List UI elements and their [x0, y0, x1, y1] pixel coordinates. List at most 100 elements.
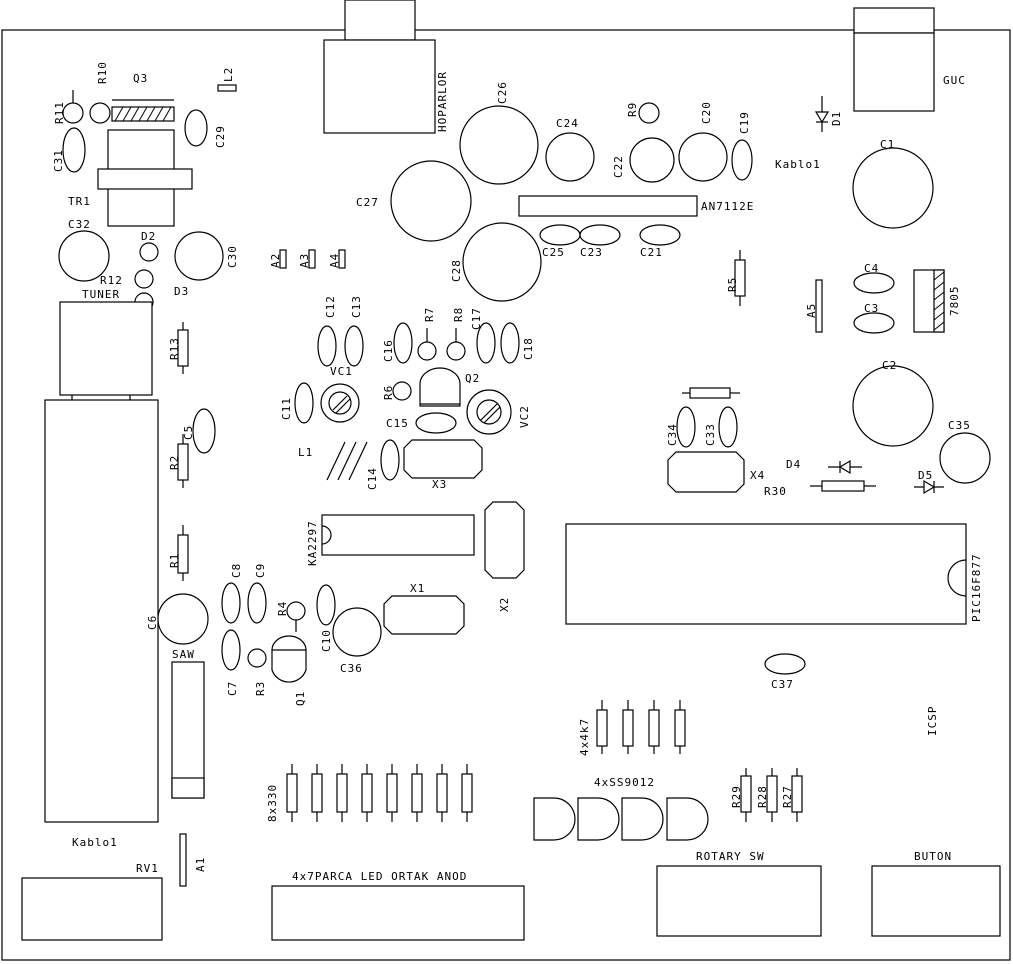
c26-capacitor: [459, 105, 539, 185]
a5-jumper: [815, 279, 823, 333]
q3-label: Q3: [133, 72, 148, 85]
r6-label: R6: [382, 385, 395, 400]
c37-capacitor: [764, 653, 806, 675]
c1-capacitor: [852, 147, 934, 229]
c20-label: C20: [700, 101, 713, 124]
saw-filter: [171, 661, 205, 799]
c6-capacitor: [157, 593, 209, 645]
r30-resistor: [810, 480, 876, 492]
d5-label: D5: [918, 469, 933, 482]
l1-inductor: [326, 441, 368, 481]
r27-resistor: [791, 768, 803, 822]
x2-label: X2: [498, 597, 511, 612]
rotary-switch-label: ROTARY SW: [696, 850, 765, 863]
c34-capacitor: [676, 406, 696, 448]
c25-label: C25: [542, 246, 565, 259]
c21-label: C21: [640, 246, 663, 259]
r12-resistor: [134, 269, 154, 289]
c35-label: C35: [948, 419, 971, 432]
r4-label: R4: [276, 601, 289, 616]
x1-crystal: [383, 595, 465, 635]
r9-label: R9: [626, 102, 639, 117]
r1-resistor: [177, 525, 189, 581]
l1-label: L1: [298, 446, 313, 459]
c28-label: C28: [450, 259, 463, 282]
r8-resistor: [446, 341, 466, 361]
x1-label: X1: [410, 582, 425, 595]
r12-label: R12: [100, 274, 123, 287]
resistor-unlabeled-horizontal: [682, 387, 740, 399]
c14-capacitor: [380, 439, 400, 481]
rv1-label: RV1: [136, 862, 159, 875]
c23-label: C23: [580, 246, 603, 259]
d2-label: D2: [141, 230, 156, 243]
c9-capacitor: [247, 582, 267, 624]
kablo1-bottom-label: Kablo1: [72, 836, 118, 849]
q2-label: Q2: [465, 372, 480, 385]
r29-label: R29: [730, 785, 743, 808]
r8x330-resistor-array: [286, 764, 473, 822]
c16-capacitor: [393, 322, 413, 364]
vc1-trimmer: [320, 383, 360, 423]
r11-resistor: [62, 102, 84, 124]
x3-label: X3: [432, 478, 447, 491]
q1-label: Q1: [294, 691, 307, 706]
c3-capacitor: [853, 312, 895, 334]
c22-capacitor: [629, 137, 675, 183]
c37-label: C37: [771, 678, 794, 691]
x3-crystal: [403, 439, 483, 479]
c22-label: C22: [612, 155, 625, 178]
ss9012-label: 4xSS9012: [594, 776, 655, 789]
x2-crystal: [484, 501, 525, 579]
r8-label: R8: [452, 307, 465, 322]
ss9012-transistor-array: [533, 797, 709, 841]
vc2-trimmer: [466, 389, 512, 435]
d2-diode: [139, 242, 159, 262]
a4-label: A4: [328, 253, 341, 268]
u7805-label: 7805: [948, 286, 961, 317]
c28-capacitor: [462, 222, 542, 302]
c33-label: C33: [704, 423, 717, 446]
r13-label: R13: [168, 337, 181, 360]
a3-jumper: [308, 249, 316, 269]
u7805-regulator: [913, 269, 945, 333]
tr1-label: TR1: [68, 195, 91, 208]
l2-inductor: [217, 84, 237, 92]
c9-label: C9: [254, 563, 267, 578]
hoparlor-label: HOPARLOR: [436, 71, 449, 132]
c20-capacitor: [678, 132, 728, 182]
r4x4k7-resistor-array: [596, 700, 686, 754]
tr1-transformer: TR1: [68, 129, 193, 227]
c8-label: C8: [230, 563, 243, 578]
r28-resistor: [766, 768, 778, 822]
guc-label: GUC: [943, 74, 966, 87]
kablo1-top-label: Kablo1: [775, 158, 821, 171]
c13-capacitor: [344, 325, 364, 367]
d5-diode: [914, 479, 944, 495]
r4-resistor: [286, 601, 306, 621]
r5-resistor: [734, 250, 746, 306]
c2-label: C2: [882, 359, 897, 372]
c26-label: C26: [496, 81, 509, 104]
c11-capacitor: [294, 382, 314, 424]
c19-capacitor: [731, 139, 753, 181]
r1-label: R1: [168, 553, 181, 568]
c24-label: C24: [556, 117, 579, 130]
buton-switch: [871, 865, 1001, 937]
c1-label: C1: [880, 138, 895, 151]
r11-label: R11: [53, 101, 66, 124]
a2-jumper: [279, 249, 287, 269]
r2-label: R2: [168, 455, 181, 470]
c5-label: C5: [182, 425, 195, 440]
c13-label: C13: [350, 295, 363, 318]
buton-label: BUTON: [914, 850, 952, 863]
r27-label: R27: [781, 785, 794, 808]
c30-label: C30: [226, 245, 239, 268]
r5-label: R5: [726, 277, 739, 292]
c36-capacitor: [332, 607, 382, 657]
c15-label: C15: [386, 417, 409, 430]
led-display-label: 4x7PARCA LED ORTAK ANOD: [292, 870, 467, 883]
c6-label: C6: [146, 615, 159, 630]
c32-label: C32: [68, 218, 91, 231]
r2-resistor: [177, 434, 189, 488]
